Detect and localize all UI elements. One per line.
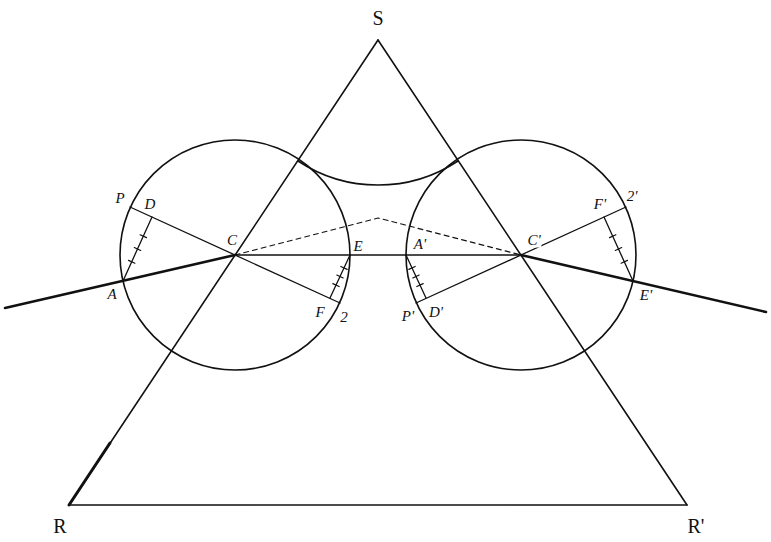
perpendicular xyxy=(406,255,426,298)
prism-base xyxy=(69,504,687,505)
tick-mark xyxy=(409,266,415,269)
point-label: R xyxy=(52,516,67,536)
diameter-line xyxy=(130,207,340,303)
tick-mark xyxy=(610,235,616,238)
point-label: S xyxy=(371,8,384,28)
point-label: 2' xyxy=(626,189,639,204)
tick-mark xyxy=(615,248,621,251)
dashed-ray xyxy=(235,218,521,255)
point-label: E xyxy=(352,239,363,254)
prism-outline xyxy=(378,40,687,505)
point-label: C xyxy=(226,233,238,248)
tick-mark xyxy=(129,260,135,263)
perpendicular xyxy=(123,217,152,281)
refracted-ray xyxy=(235,254,521,256)
point-label: D' xyxy=(428,305,444,320)
tick-mark xyxy=(140,235,146,238)
point-label: F xyxy=(314,305,325,320)
point-label: P xyxy=(114,191,125,206)
tick-mark xyxy=(341,266,347,269)
tick-mark xyxy=(134,248,140,251)
point-label: D xyxy=(144,197,157,212)
perpendicular xyxy=(604,217,633,281)
tick-mark xyxy=(621,260,627,263)
point-label: A' xyxy=(413,237,427,252)
emergent-ray xyxy=(521,255,766,312)
prism-corner xyxy=(69,443,110,505)
point-label: A xyxy=(106,287,117,302)
point-label: P' xyxy=(401,309,415,324)
tick-mark xyxy=(333,284,339,287)
prism-outline xyxy=(69,40,378,505)
point-label: R' xyxy=(687,516,706,536)
point-label: E' xyxy=(639,288,653,303)
diameter-line xyxy=(416,207,626,303)
incident-ray xyxy=(5,255,235,308)
tick-mark xyxy=(337,275,343,278)
point-label: 2 xyxy=(339,310,349,325)
point-label: F' xyxy=(593,197,607,212)
tick-marks xyxy=(129,235,628,287)
perpendicular xyxy=(330,255,350,298)
angle-arc xyxy=(298,161,458,185)
point-label: C' xyxy=(526,233,541,248)
tick-mark xyxy=(413,275,419,278)
tick-mark xyxy=(417,284,423,287)
